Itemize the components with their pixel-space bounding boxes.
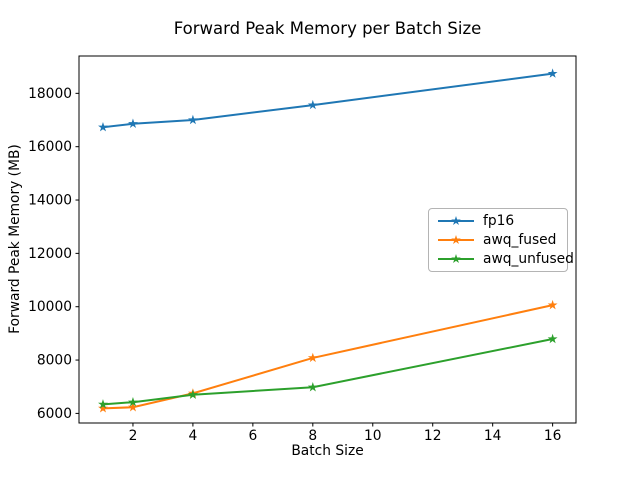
y-tick-label: 14000 bbox=[28, 193, 72, 209]
data-point-marker bbox=[98, 399, 108, 409]
y-tick-label: 18000 bbox=[28, 86, 72, 102]
line-star-marker-icon bbox=[438, 254, 474, 264]
series-line-awq_fused bbox=[101, 304, 554, 410]
y-tick-label: 8000 bbox=[37, 353, 72, 369]
series-markers-fp16 bbox=[98, 68, 558, 132]
legend-label: awq_fused bbox=[483, 231, 557, 248]
legend-label: fp16 bbox=[483, 212, 515, 229]
series-markers-awq_fused bbox=[98, 299, 558, 413]
legend-item-awq-fused: awq_fused bbox=[429, 230, 567, 249]
x-tick-label: 6 bbox=[248, 428, 257, 444]
line-star-marker-icon bbox=[438, 234, 474, 245]
line-star-marker-icon bbox=[438, 215, 474, 225]
data-point-marker bbox=[307, 382, 318, 392]
y-tick-label: 6000 bbox=[37, 406, 72, 422]
x-tick-label: 10 bbox=[364, 428, 382, 444]
legend-item-fp16: fp16 bbox=[429, 211, 567, 230]
y-tick-label: 12000 bbox=[28, 246, 72, 262]
data-point-marker bbox=[547, 299, 558, 310]
x-tick-label: 2 bbox=[129, 428, 138, 444]
data-point-marker bbox=[547, 68, 558, 78]
chart-title: Forward Peak Memory per Batch Size bbox=[173, 19, 482, 38]
data-point-marker bbox=[187, 389, 198, 399]
data-point-marker bbox=[128, 402, 138, 412]
data-point-marker bbox=[98, 403, 108, 413]
legend-item-awq-unfused: awq_unfused bbox=[429, 250, 574, 269]
y-tick-label: 10000 bbox=[28, 299, 72, 315]
y-axis-label: Forward Peak Memory (MB) bbox=[7, 144, 23, 334]
x-tick-label: 16 bbox=[544, 428, 562, 444]
data-point-marker bbox=[307, 99, 318, 110]
x-axis-label: Batch Size bbox=[291, 443, 364, 459]
legend-label: awq_unfused bbox=[483, 251, 574, 268]
x-tick-label: 8 bbox=[308, 428, 317, 444]
x-tick-label: 4 bbox=[189, 428, 198, 444]
data-point-marker bbox=[98, 122, 108, 132]
data-point-marker bbox=[128, 118, 138, 128]
x-tick-label: 14 bbox=[484, 428, 502, 444]
axes-spines bbox=[78, 55, 577, 424]
x-tick-label: 12 bbox=[424, 428, 442, 444]
data-point-marker bbox=[547, 333, 558, 344]
legend: fp16 awq_fused awq_unfused bbox=[428, 208, 574, 272]
series-markers-awq_unfused bbox=[98, 333, 558, 409]
y-tick-label: 16000 bbox=[28, 139, 72, 155]
series-line-awq_unfused bbox=[101, 337, 554, 406]
data-point-marker bbox=[307, 352, 318, 363]
series-line-fp16 bbox=[101, 72, 554, 129]
data-point-marker bbox=[128, 397, 138, 407]
data-point-marker bbox=[187, 114, 198, 125]
